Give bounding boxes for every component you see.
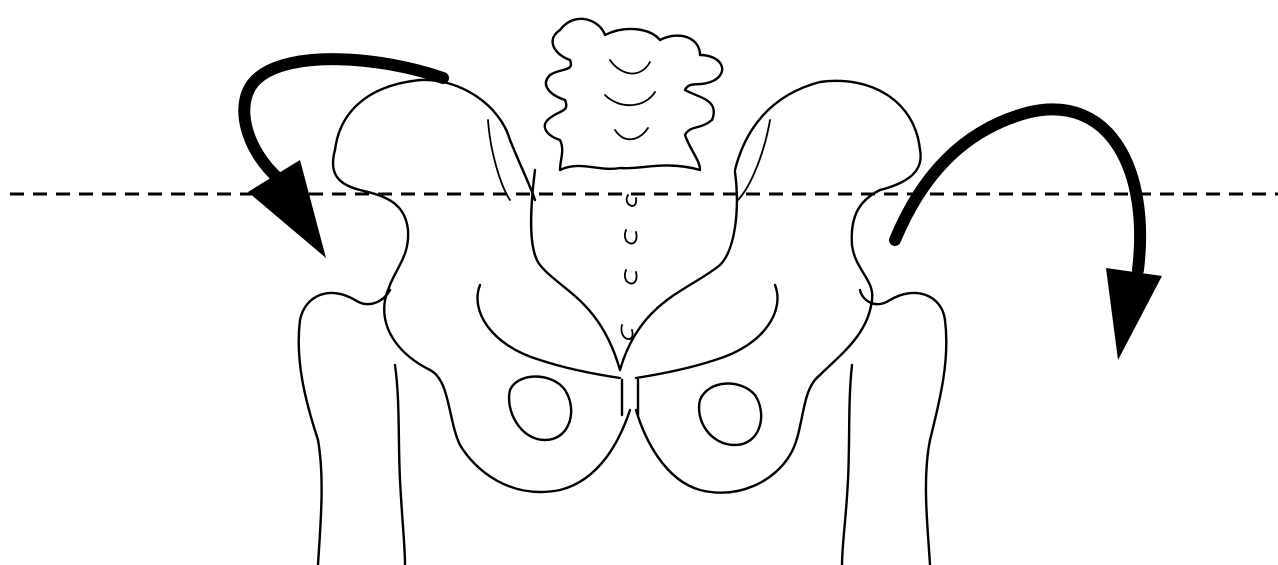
left-arrow-shaft (244, 59, 443, 180)
right-pelvic-inlet (636, 285, 778, 378)
right-ilium (636, 81, 921, 493)
right-femur (842, 290, 946, 565)
right-rotation-arrow (895, 109, 1162, 360)
right-iliac-crest (735, 81, 920, 170)
left-femoral-head (300, 290, 390, 320)
left-arrow-head (248, 160, 326, 258)
right-arrow-shaft (895, 109, 1140, 270)
right-femur-medial-edge (842, 365, 852, 565)
left-ilium (333, 80, 630, 492)
left-femur-medial-edge (395, 365, 405, 565)
sacral-foramina (621, 195, 636, 339)
sacrum-outline (531, 170, 737, 370)
left-pelvic-inlet (478, 285, 621, 378)
right-hip-bone-outline (636, 150, 921, 493)
right-sacroiliac-joint (738, 120, 770, 200)
lumbar-vertebra-outline (545, 19, 722, 170)
left-femur-lateral-edge (299, 320, 322, 565)
left-iliac-crest (335, 80, 535, 200)
vertebra-detail (605, 60, 655, 139)
left-hip-bone-outline (333, 150, 630, 492)
left-rotation-arrow (244, 59, 443, 258)
right-obturator-foramen (699, 384, 761, 445)
right-femur-lateral-edge (926, 320, 946, 565)
left-obturator-foramen (509, 377, 571, 441)
right-arrow-head (1106, 268, 1162, 360)
